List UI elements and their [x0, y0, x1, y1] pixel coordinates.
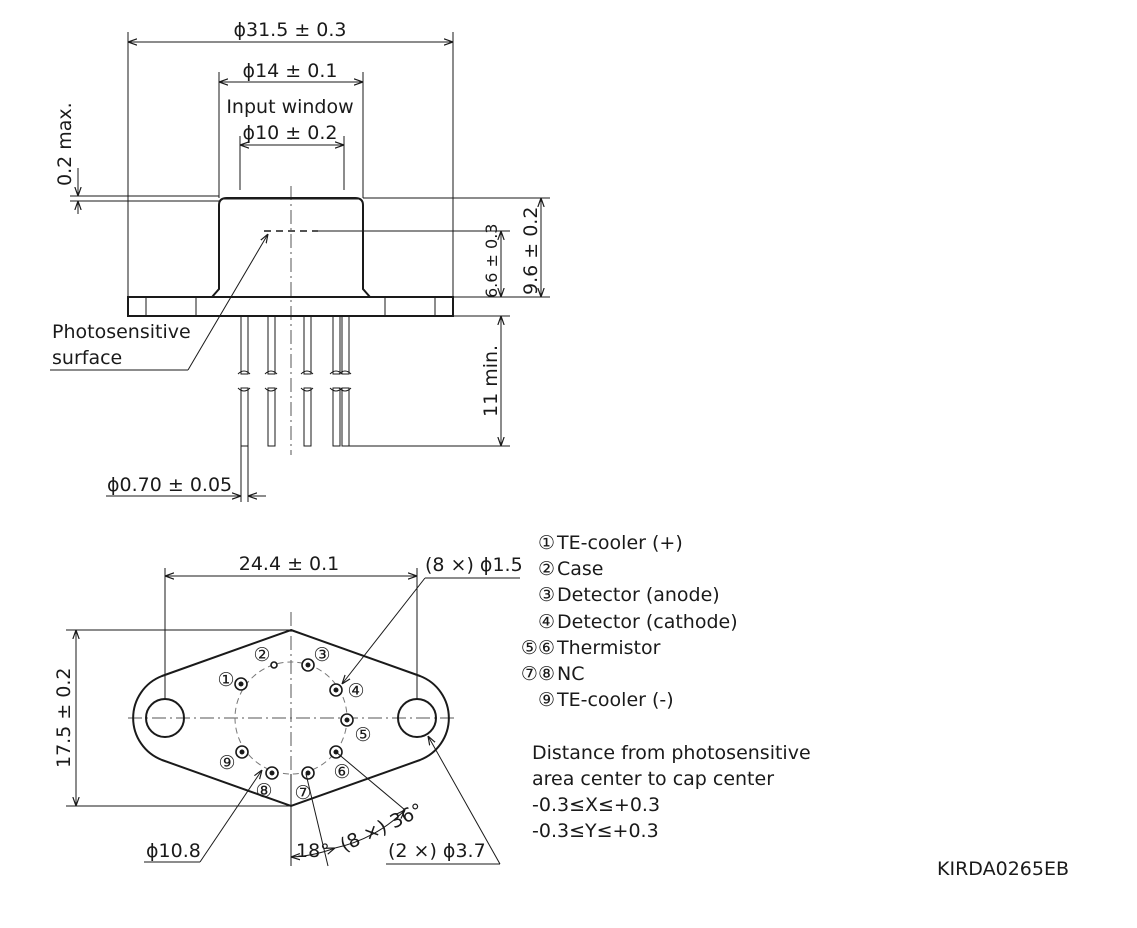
- drawing-code: KIRDA0265EB: [937, 858, 1069, 880]
- dim-hole-spacing: 24.4 ± 0.1: [239, 553, 340, 575]
- pin-label-6: ⑥: [333, 761, 350, 783]
- pin-label-9: ⑨: [218, 752, 235, 774]
- dim-lead-length: 11 min.: [480, 345, 502, 417]
- dim-flange-width: 17.5 ± 0.2: [53, 667, 75, 768]
- legend-num-6: ⑦⑧: [521, 663, 555, 685]
- legend-num-7: ⑨: [538, 689, 555, 711]
- side-view: ϕ31.5 ± 0.3 ϕ14 ± 0.1 Input window ϕ10 ±…: [50, 19, 550, 502]
- pin-label-8: ⑧: [255, 780, 272, 802]
- cap-body: [211, 197, 371, 298]
- dim-cap-diameter: ϕ14 ± 0.1: [243, 60, 338, 82]
- dim-surface-height: 6.6 ± 0.3: [482, 224, 501, 298]
- legend-label-3: Detector (anode): [557, 584, 720, 606]
- pin-label-1: ①: [217, 669, 234, 691]
- legend-num-5: ⑤⑥: [521, 637, 555, 659]
- photosensitive-label-line1: Photosensitive: [52, 321, 191, 343]
- pin-case-marker: [270, 661, 278, 669]
- legend-num-4: ④: [538, 611, 555, 633]
- dim-mount-holes: (2 ×) ϕ3.7: [388, 840, 486, 862]
- legend-label-1: TE-cooler (+): [556, 532, 683, 554]
- dim-window-protrusion: 0.2 max.: [54, 102, 76, 186]
- pin-legend: ① TE-cooler (+) ② Case ③ Detector (anode…: [521, 532, 738, 711]
- pin-label-4: ④: [347, 680, 364, 702]
- note-line-1: Distance from photosensitive: [532, 742, 811, 764]
- legend-label-4: Detector (cathode): [557, 611, 738, 633]
- leads: [237, 315, 352, 447]
- legend-num-3: ③: [538, 584, 555, 606]
- note-line-2: area center to cap center: [532, 768, 774, 790]
- dim-angle-offset: 18°: [296, 840, 330, 862]
- photosensitive-label-line2: surface: [52, 347, 122, 369]
- pin-label-5: ⑤: [354, 724, 371, 746]
- dim-flange-diameter: ϕ31.5 ± 0.3: [233, 19, 346, 41]
- note-line-4: -0.3≤Y≤+0.3: [532, 820, 659, 842]
- note-line-3: -0.3≤X≤+0.3: [532, 794, 660, 816]
- flange-body: [127, 296, 454, 317]
- dim-lead-diameter: ϕ0.70 ± 0.05: [107, 474, 232, 496]
- pins: [234, 658, 354, 780]
- pin-label-3: ③: [313, 644, 330, 666]
- legend-label-7: TE-cooler (-): [556, 689, 674, 711]
- dim-pin-circle: ϕ10.8: [146, 840, 201, 862]
- legend-num-2: ②: [538, 558, 555, 580]
- legend-label-5: Thermistor: [556, 637, 661, 659]
- dim-window-diameter: ϕ10 ± 0.2: [243, 122, 338, 144]
- pin-label-2: ②: [253, 644, 270, 666]
- dim-pin-holes: (8 ×) ϕ1.5: [425, 554, 523, 576]
- legend-label-6: NC: [557, 663, 584, 685]
- legend-label-2: Case: [557, 558, 604, 580]
- pin-label-7: ⑦: [294, 782, 311, 804]
- legend-num-1: ①: [538, 532, 555, 554]
- dim-total-height: 9.6 ± 0.2: [520, 207, 542, 295]
- note-block: Distance from photosensitive area center…: [532, 742, 811, 842]
- input-window-label: Input window: [226, 96, 353, 118]
- bottom-view: ① ② ③ ④ ⑤ ⑥ ⑦ ⑧ ⑨ 24.4 ± 0.1 (8 ×) ϕ1.5 …: [53, 553, 523, 868]
